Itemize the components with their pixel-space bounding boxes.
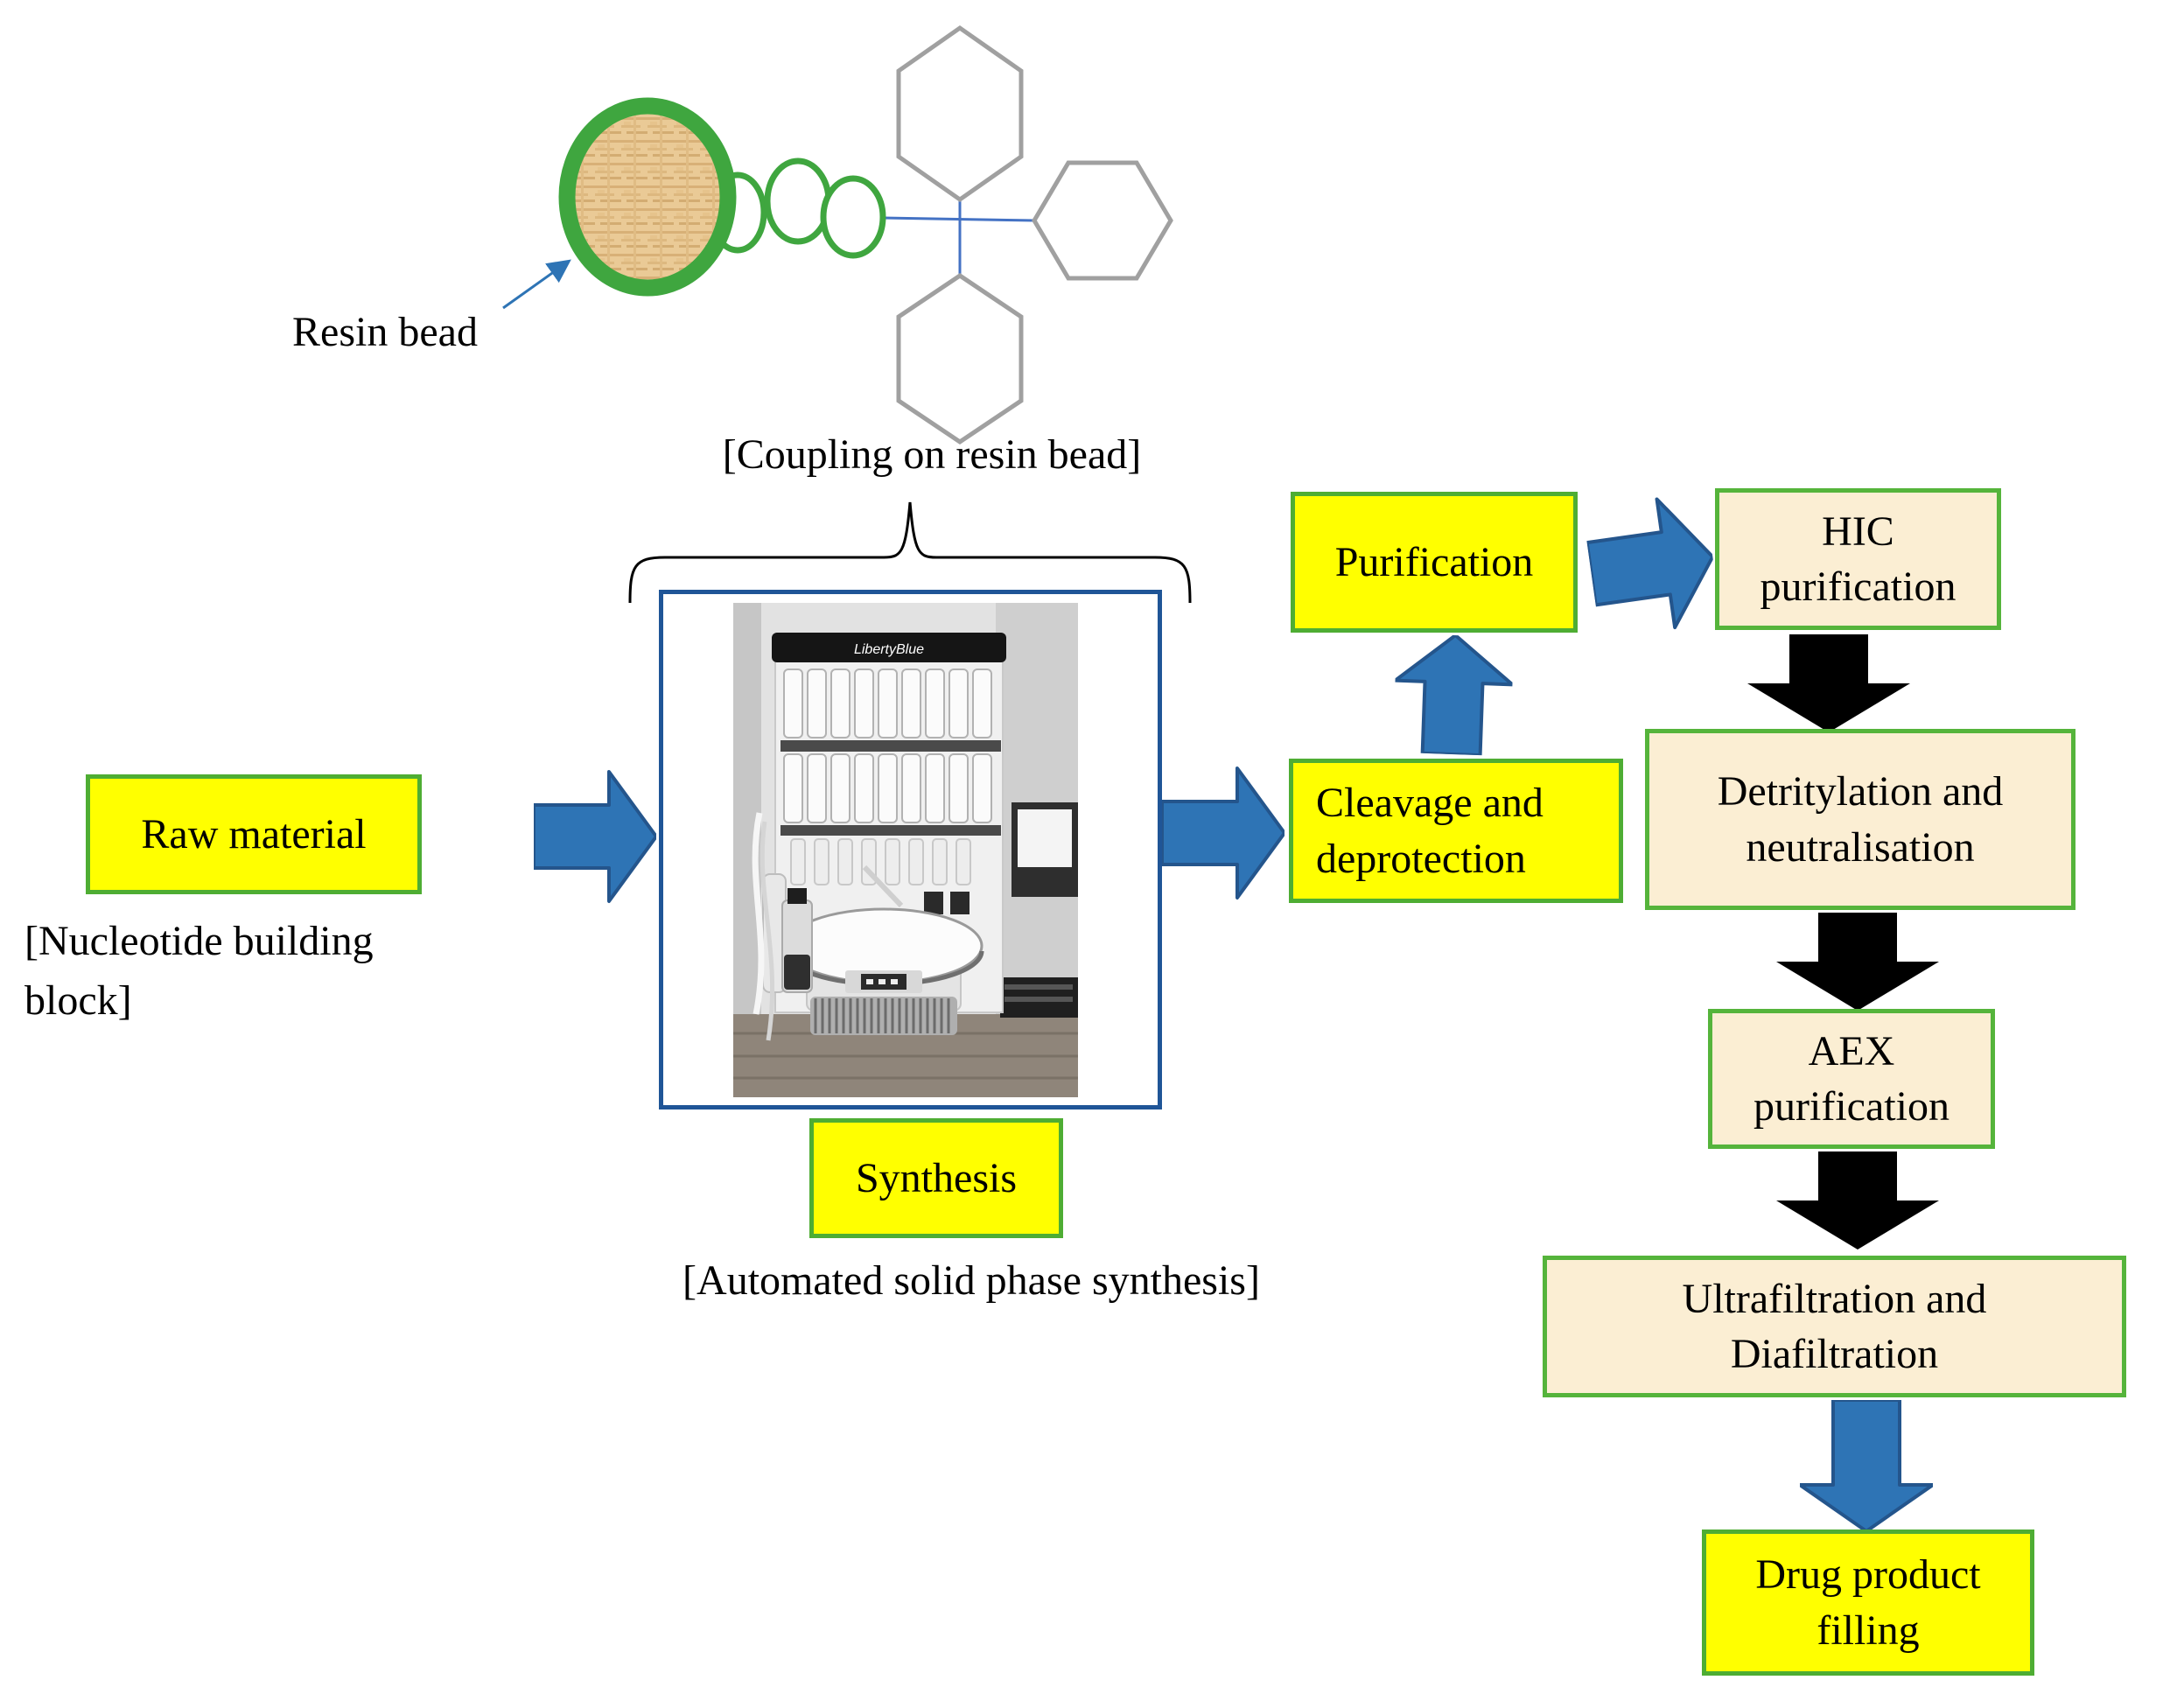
raw-material-label: Raw material [141, 810, 367, 858]
cleavage-line2: deprotection [1316, 835, 1526, 882]
flow-arrow-detritylation-to-aex [1776, 913, 1939, 1011]
ribbed-skirt [814, 998, 950, 1033]
vial-rack-row-1 [783, 668, 992, 738]
raw-material-note-line1: [Nucleotide building [24, 918, 374, 964]
synthesis-label: Synthesis [855, 1154, 1018, 1201]
detritylation-line2: neutralisation [1746, 823, 1975, 871]
drug-product-filling-box: Drug product filling [1702, 1530, 2034, 1676]
ultrafiltration-box: Ultrafiltration and Diafiltration [1543, 1256, 2126, 1397]
drug-product-line1: Drug product [1755, 1551, 1981, 1599]
hic-line2: purification [1760, 564, 1956, 610]
aex-purification-box: AEX purification [1708, 1009, 1995, 1149]
cleavage-line1: Cleavage and [1316, 780, 1544, 827]
phenyl-hexagon-top [896, 24, 1024, 203]
synthesis-box: Synthesis [809, 1118, 1063, 1238]
synthesis-note: [Automated solid phase synthesis] [682, 1257, 1260, 1304]
phenyl-hexagon-bottom [896, 272, 1024, 445]
flow-arrow-ultrafiltration-to-drugproduct [1800, 1400, 1933, 1531]
dispense-arm [862, 864, 904, 908]
resin-bead-illustration [502, 24, 1173, 445]
synthesizer-photo-frame: LibertyBlue [659, 590, 1162, 1110]
purification-box: Purification [1291, 492, 1578, 633]
flow-arrow-purification-to-hic [1585, 497, 1715, 630]
coupling-caption: [Coupling on resin bead] [722, 431, 1142, 478]
aex-line1: AEX [1808, 1027, 1895, 1074]
flow-arrow-cleavage-to-purification [1393, 634, 1515, 757]
hic-purification-box: HIC purification [1715, 488, 2001, 630]
valve-knob-1 [924, 892, 943, 914]
brand-bar [772, 633, 1006, 662]
linker-ring-3 [820, 175, 886, 259]
cleavage-box: Cleavage and deprotection [1289, 759, 1623, 903]
flow-arrow-raw-to-synthesis [534, 770, 656, 903]
resin-bead [558, 97, 737, 297]
phenyl-hexagon-right [1032, 160, 1173, 281]
ultrafiltration-line2: Diafiltration [1730, 1331, 1939, 1377]
drug-product-line2: filling [1816, 1606, 1920, 1654]
coupling-brace [628, 501, 1192, 604]
valve-knob-2 [950, 892, 970, 914]
detritylation-line1: Detritylation and [1717, 768, 2004, 816]
tubing-1 [752, 812, 765, 1015]
tubing-2 [760, 821, 775, 1041]
vial-rack-row-2 [783, 753, 992, 823]
vial-rack-row-3 [790, 838, 971, 886]
detritylation-box: Detritylation and neutralisation [1645, 729, 2076, 910]
synthesizer-photo: LibertyBlue [733, 603, 1078, 1097]
aex-line2: purification [1754, 1083, 1950, 1130]
brand-text: LibertyBlue [854, 642, 924, 657]
hic-line1: HIC [1822, 508, 1894, 555]
resin-bead-pointer-arrow [502, 259, 571, 310]
raw-material-note-line2: block] [24, 977, 132, 1025]
flow-arrow-hic-to-detritylation [1747, 634, 1910, 732]
ultrafiltration-line1: Ultrafiltration and [1682, 1275, 1987, 1322]
purification-label: Purification [1334, 538, 1534, 585]
raw-material-note: [Nucleotide building block] [24, 912, 584, 1031]
resin-bead-label: Resin bead [292, 309, 478, 355]
raw-material-box: Raw material [86, 774, 422, 894]
flow-arrow-aex-to-ultrafiltration [1776, 1152, 1939, 1250]
linker-ring-2 [764, 158, 832, 245]
flow-arrow-synthesis-to-cleavage [1162, 766, 1284, 900]
